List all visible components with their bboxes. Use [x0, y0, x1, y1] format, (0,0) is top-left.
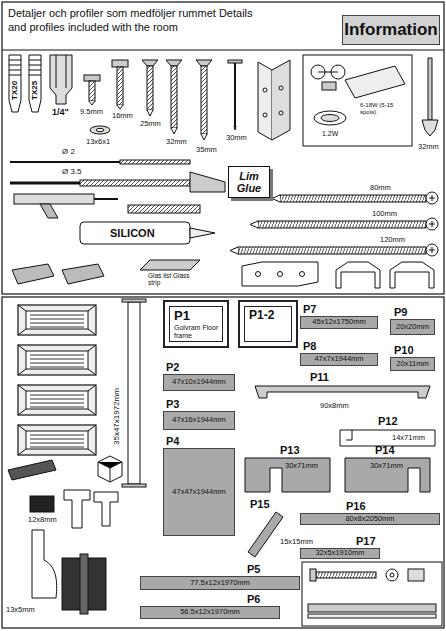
profile-bar: P656.5x12x1970mm: [140, 606, 280, 619]
part-number: P8: [303, 340, 316, 352]
profile-bar: P577.5x12x1970mm: [140, 576, 300, 590]
box-text: 47x7x1944mm: [314, 355, 363, 363]
part-label: 1/4": [52, 108, 69, 118]
part-number: P4: [166, 435, 179, 447]
box-text: P1-2: [249, 309, 274, 322]
drill-bits: [10, 160, 225, 192]
part-label: 13x5mm: [6, 606, 35, 614]
profile-bar: P347x16x1944mm: [163, 411, 235, 430]
profile-shapes: [245, 386, 435, 557]
part-number: P7: [303, 303, 316, 315]
part-label: 16mm: [112, 112, 133, 120]
part-label: SILICON: [110, 227, 155, 239]
profile-bar: P920x20mm: [390, 319, 435, 335]
profile-bar: P247x10x1944mm: [163, 374, 235, 391]
part-number: P12: [378, 415, 398, 427]
box-text: 14x71mm: [392, 434, 425, 442]
clips-and-plates: [12, 260, 434, 288]
box-text: Lim Glue: [233, 170, 265, 194]
part-label: TX25: [31, 81, 40, 100]
profile-bar: P847x7x1944mm: [300, 353, 378, 366]
part-number: P11: [310, 371, 329, 383]
part-label: Glas list Glass strip: [148, 272, 196, 286]
part-number: P5: [247, 563, 260, 575]
box-text: 47x47x1944mm: [172, 488, 225, 496]
part-label: 6-18W (5-15 spots): [360, 102, 406, 115]
part-label: 35x47x1972mm: [113, 388, 122, 445]
profile-shape: P1214x71mm: [340, 430, 435, 446]
vents: [18, 305, 96, 455]
profile-shape: P1330x71mm: [245, 458, 330, 492]
box-text: 20x20mm: [396, 323, 429, 331]
part-number: P17: [356, 535, 376, 547]
hardware-box: [302, 562, 442, 626]
led-kit: [303, 55, 438, 146]
part-number: P16: [346, 500, 366, 512]
box-text: 15x15mm: [280, 538, 313, 546]
profile-bar: P447x47x1944mm: [163, 448, 235, 536]
profile-bar: P745x12x1750mm: [300, 316, 378, 329]
long-screws: [230, 192, 438, 256]
box-text: 45x12x1750mm: [312, 318, 365, 326]
part-number: P1: [174, 309, 190, 323]
part-number: P6: [247, 593, 260, 605]
profile-bar: P1020x11mm: [390, 357, 435, 371]
part-label: Ø 2: [62, 148, 75, 157]
profile-shape: P1190x8mm: [255, 386, 430, 398]
part-number: P3: [166, 398, 179, 410]
part-label: 25mm: [140, 120, 161, 128]
part-label: 120mm: [380, 236, 405, 244]
bits: [9, 55, 72, 112]
part-label: 32mm: [418, 143, 439, 151]
part-label: Ø 3.5: [62, 168, 82, 177]
part-label: 80mm: [370, 184, 391, 192]
box-text: 30x71mm: [285, 462, 318, 470]
box-text: 90x8mm: [320, 402, 349, 410]
glue-box: Lim Glue: [228, 166, 270, 198]
part-label: 1.2W: [322, 130, 338, 138]
box-text: 30x71mm: [370, 462, 403, 470]
box-text: 80x8x2050mm: [345, 515, 394, 523]
part-label: 30mm: [226, 134, 247, 142]
box-text: 20x11mm: [396, 360, 428, 368]
part-label: 100mm: [372, 210, 397, 218]
box-text: 47x16x1944mm: [172, 416, 225, 424]
box-text: Information: [344, 21, 438, 40]
profile-bar: P1680x8x2050mm: [300, 513, 440, 525]
box-text: 77.5x12x1970mm: [190, 579, 250, 587]
part-label: 9.5mm: [80, 108, 103, 116]
sheet-title: Detaljer och profiler som medföljer rumm…: [8, 6, 258, 35]
box-text: 32x5x1910mm: [315, 549, 364, 557]
part-number: P2: [166, 361, 179, 373]
profile-bar: P1732x5x1910mm: [300, 548, 380, 559]
profile-shape: P1430x71mm: [345, 458, 430, 492]
part-number: P9: [394, 306, 407, 318]
profile-shape: P1515x15mm: [245, 512, 305, 552]
part-number: P14: [375, 444, 395, 456]
part-label: 32mm: [166, 138, 187, 146]
part-label: 13x6x1: [86, 138, 110, 146]
part-number: P13: [280, 444, 300, 456]
box-text: Golvram Floor frame: [174, 324, 222, 339]
part-label: TX20: [11, 81, 20, 100]
box-text: 47x10x1944mm: [172, 378, 225, 386]
part-number: P15: [250, 498, 270, 510]
floor-frame: P1-2: [238, 300, 298, 348]
silicone-gun: [14, 194, 215, 244]
part-label: 12x8mm: [28, 516, 57, 524]
post-and-fittings: [8, 299, 146, 614]
screws: [84, 60, 290, 140]
box-text: 56.5x12x1970mm: [180, 608, 240, 616]
floor-frame: P1Golvram Floor frame: [163, 300, 229, 348]
part-number: P10: [394, 344, 414, 356]
title-box: Information: [342, 15, 440, 45]
part-label: 35mm: [196, 146, 217, 154]
